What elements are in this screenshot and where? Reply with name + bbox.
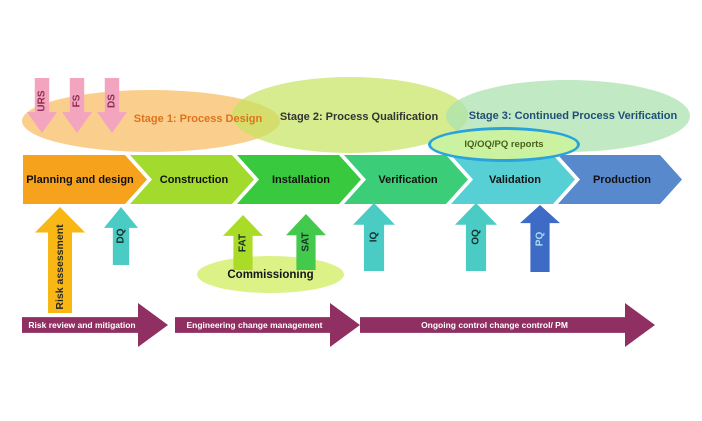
dq-up-arrow: DQ xyxy=(104,207,138,265)
iq-label: IQ xyxy=(368,231,380,243)
engineering-change-timeline-label: Engineering change management xyxy=(186,320,323,330)
ongoing-control-timeline-label: Ongoing control change control/ PM xyxy=(421,320,568,330)
phase-installation: Installation xyxy=(237,155,361,204)
sat-label: SAT xyxy=(300,232,312,252)
oq-label: OQ xyxy=(470,229,482,245)
phase-construction-label: Construction xyxy=(159,173,229,186)
pq-label: PQ xyxy=(534,231,546,246)
phase-validation: Validation xyxy=(451,155,575,204)
phase-construction: Construction xyxy=(130,155,254,204)
phase-production-label: Production xyxy=(592,173,652,186)
iq-oq-pq-reports-label: IQ/OQ/PQ reports xyxy=(464,139,544,150)
phase-production: Production xyxy=(558,155,682,204)
iq-oq-pq-reports-badge: IQ/OQ/PQ reports xyxy=(428,127,580,162)
stage3-label: Stage 3: Continued Process Verification xyxy=(468,110,678,122)
urs-label: URS xyxy=(36,90,48,112)
ongoing-control-timeline-arrow: Ongoing control change control/ PM xyxy=(360,303,655,347)
phase-validation-label: Validation xyxy=(489,173,541,186)
engineering-change-timeline-arrow: Engineering change management xyxy=(175,303,360,347)
stage2-label: Stage 2: Process Qualification xyxy=(279,111,439,123)
fs-label: FS xyxy=(71,94,83,108)
oq-up-arrow: OQ xyxy=(455,203,497,271)
risk-review-timeline-label: Risk review and mitigation xyxy=(28,320,136,330)
iq-up-arrow: IQ xyxy=(353,203,395,271)
pq-up-arrow: PQ xyxy=(520,205,560,272)
risk-review-timeline-arrow: Risk review and mitigation xyxy=(22,303,168,347)
commissioning-label: Commissioning xyxy=(227,268,314,281)
phase-verification-label: Verification xyxy=(378,173,438,186)
risk-assessment-label: Risk assessment xyxy=(54,224,66,311)
fat-label: FAT xyxy=(237,233,249,252)
phase-verification: Verification xyxy=(344,155,468,204)
ds-label: DS xyxy=(106,94,118,109)
phase-planning-and-design: Planning and design xyxy=(23,155,147,204)
phase-installation-label: Installation xyxy=(271,173,331,186)
stage1-label: Stage 1: Process Design xyxy=(133,113,263,125)
dq-label: DQ xyxy=(115,228,127,244)
commissioning-ellipse: Commissioning xyxy=(197,256,344,293)
phase-planning-and-design-label: Planning and design xyxy=(26,173,134,186)
risk-assessment-up-arrow: Risk assessment xyxy=(35,207,85,313)
